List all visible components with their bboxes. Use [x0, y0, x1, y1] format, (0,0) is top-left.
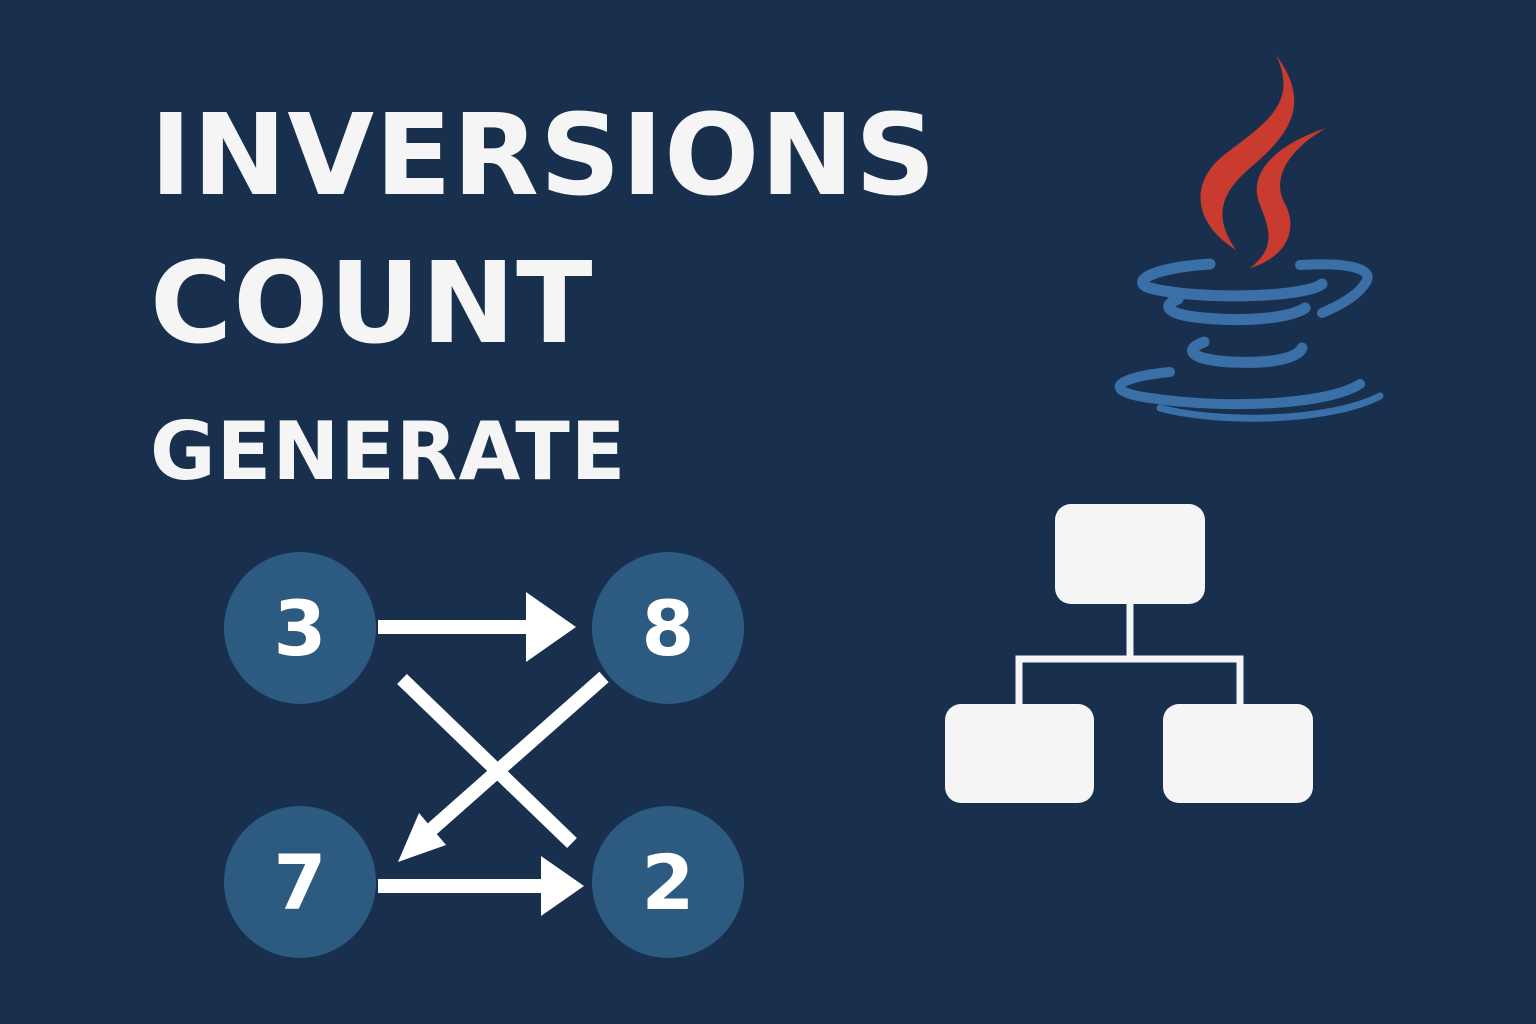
hierarchy-left-box [945, 704, 1094, 803]
node-value-2: 2 [592, 806, 744, 958]
arrow-8-to-7 [398, 671, 609, 862]
title-line-1: INVERSIONS [150, 91, 937, 221]
arrow-3-to-8 [378, 592, 576, 662]
node-value-7: 7 [224, 806, 376, 958]
hierarchy-root-box [1055, 504, 1205, 604]
title-line-3: GENERATE [150, 405, 627, 498]
hierarchy-connectors [1015, 604, 1244, 704]
hierarchy-right-box [1163, 704, 1313, 803]
line-3-to-2 [397, 673, 577, 849]
node-value-3: 3 [224, 552, 376, 704]
arrow-7-to-2 [378, 856, 584, 916]
title-line-2: COUNT [150, 239, 594, 369]
node-value-8: 8 [592, 552, 744, 704]
